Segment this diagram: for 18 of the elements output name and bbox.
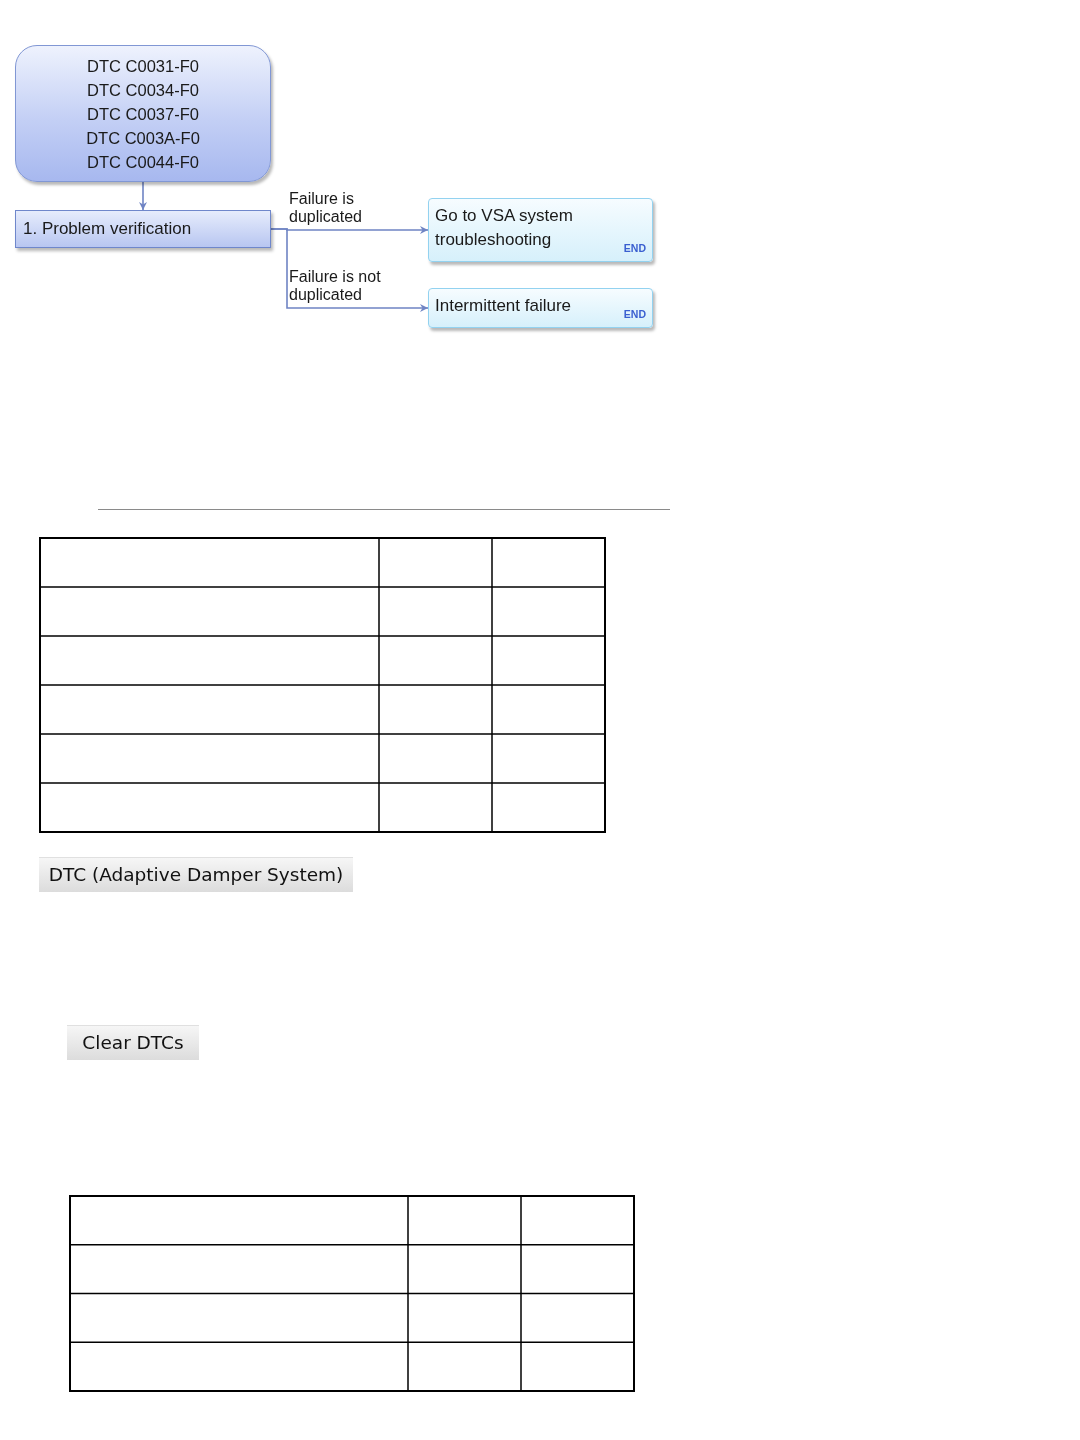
clear-button: Clear DTCs bbox=[67, 1025, 199, 1060]
rounded-box bbox=[15, 45, 271, 182]
dtc-code: DTC C0031-F0 bbox=[87, 55, 199, 77]
step-label: 1. Problem verification bbox=[23, 219, 192, 239]
section-button: DTC (Adaptive Damper System) bbox=[39, 857, 353, 892]
arrow bbox=[270, 228, 429, 312]
dtc-code: DTC C0044-F0 bbox=[87, 151, 199, 173]
end-tag: END bbox=[623, 242, 646, 254]
end-box bbox=[428, 288, 653, 328]
end-box bbox=[428, 198, 653, 262]
arrow bbox=[139, 181, 147, 211]
process-box bbox=[15, 210, 271, 248]
dtc-code: DTC C0037-F0 bbox=[87, 103, 199, 125]
dtc-code: DTC C0034-F0 bbox=[87, 79, 199, 101]
end-tag: END bbox=[623, 308, 646, 320]
dtc-code: DTC C003A-F0 bbox=[86, 127, 200, 149]
result-text: Intermittent failure bbox=[435, 295, 573, 317]
result-text: Go to VSA system troubleshooting bbox=[435, 205, 574, 251]
